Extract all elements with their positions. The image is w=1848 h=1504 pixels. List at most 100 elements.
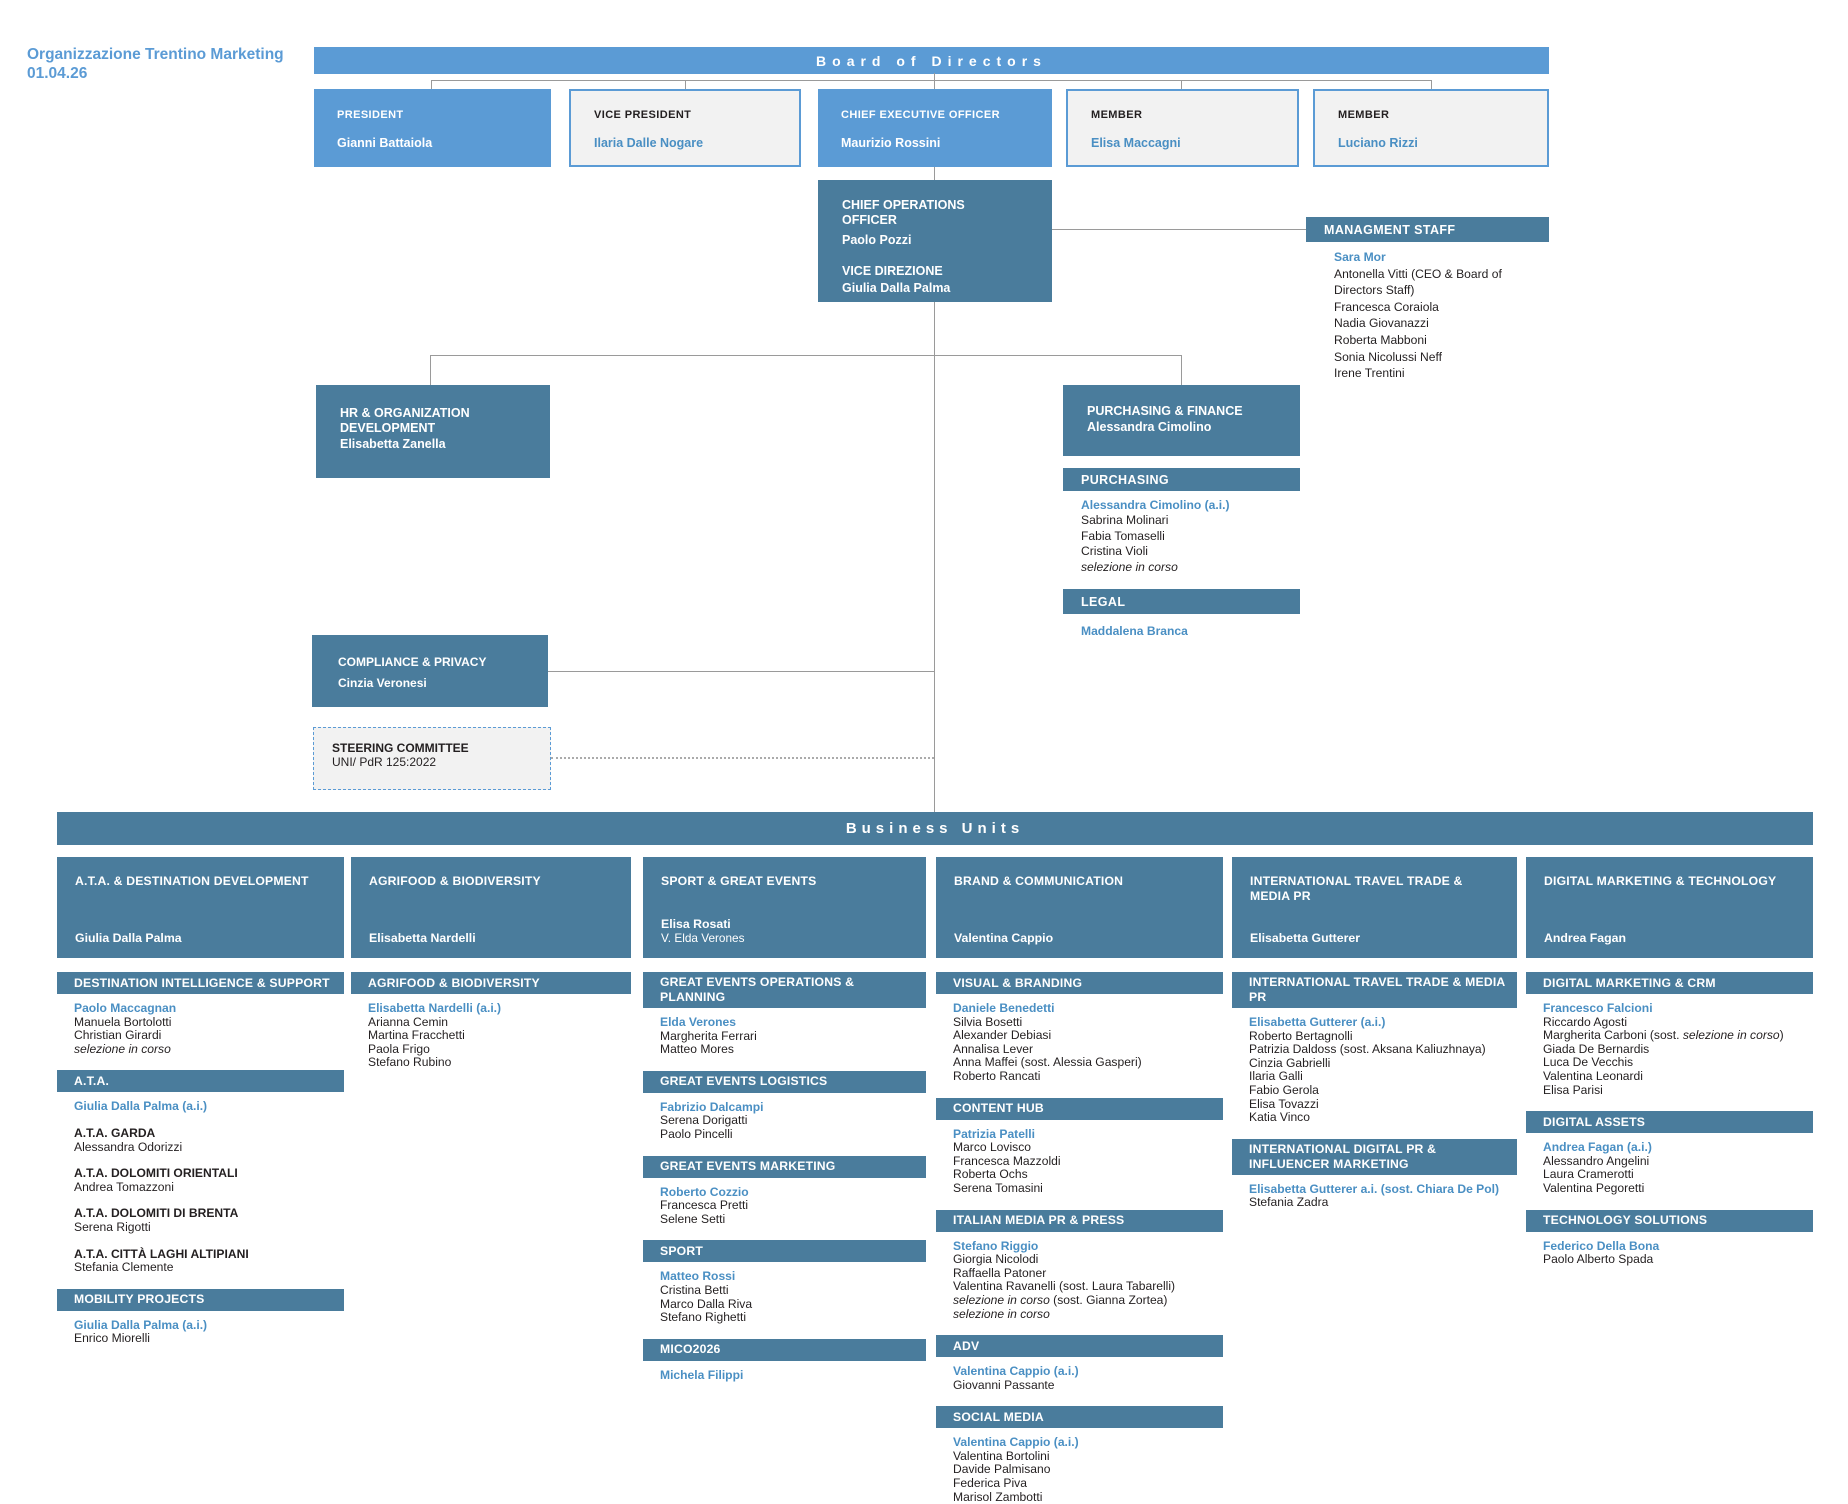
person-name: Giorgia Nicolodi [953, 1252, 1039, 1267]
section-people-list: Elisabetta Gutterer a.i. (sost. Chiara D… [1232, 1182, 1517, 1210]
person-name: Silvia Bosetti [953, 1014, 1023, 1029]
person-name: Cinzia Gabrielli [1249, 1055, 1331, 1070]
business-unit-title: A.T.A. & DESTINATION DEVELOPMENT [75, 874, 309, 888]
person-name: Anna Maffei (sost. Alessia Gasperi) [953, 1055, 1142, 1070]
person-name: Fabrizio Dalcampi [660, 1099, 764, 1114]
person-name: Francesca Coraiola [1334, 299, 1439, 314]
compliance-title: COMPLIANCE & PRIVACY [338, 655, 487, 669]
group-heading: A.T.A. DOLOMITI DI BRENTA [74, 1206, 239, 1221]
person-name: Paolo Alberto Spada [1543, 1252, 1654, 1267]
person-name: Patrizia Daldoss (sost. Aksana Kaliuzhna… [1249, 1042, 1486, 1057]
person-name: Christian Girardi [74, 1028, 162, 1043]
section-header-bar: VISUAL & BRANDING [936, 972, 1223, 994]
person-name: Giada De Bernardis [1543, 1041, 1650, 1056]
person-name: Giovanni Passante [953, 1377, 1055, 1392]
person-name: Stefano Rubino [368, 1055, 452, 1070]
board-member-name: Gianni Battaiola [337, 136, 433, 150]
connector-line [431, 80, 432, 89]
person-name: Matteo Rossi [660, 1269, 736, 1284]
person-name: Alessandra Odorizzi [74, 1139, 183, 1154]
legal-header: LEGAL [1063, 589, 1300, 614]
person-name: Margherita Ferrari [660, 1028, 757, 1043]
business-unit-column: A.T.A. & DESTINATION DEVELOPMENT Giulia D… [57, 857, 344, 1346]
person-name: Paolo Maccagnan [74, 1001, 177, 1015]
business-unit-lead-names: Andrea Fagan [1544, 931, 1793, 945]
connector-line [1181, 80, 1182, 89]
person-name: Valentina Ravanelli (sost. Laura Tabarel… [953, 1279, 1176, 1294]
person-name: Elisa Parisi [1543, 1082, 1603, 1097]
person-name: Federico Della Bona [1543, 1238, 1660, 1253]
board-role-label: PRESIDENT [337, 109, 404, 121]
business-unit-column: AGRIFOOD & BIODIVERSITY Elisabetta Nardel… [351, 857, 631, 1070]
person-name: Antonella Vitti (CEO & Board of Director… [1334, 266, 1502, 298]
business-unit-lead-name: Elisa Rosati [661, 917, 731, 931]
person-name: Federica Piva [953, 1476, 1027, 1491]
person-name: Andrea Tomazzoni [74, 1179, 174, 1194]
person-name: Stefano Righetti [660, 1310, 747, 1325]
person-name: Matteo Mores [660, 1042, 734, 1057]
person-name: Enrico Miorelli [74, 1331, 150, 1346]
coo-box: CHIEF OPERATIONS OFFICER Paolo Pozzi VIC… [818, 180, 1052, 302]
person-name: Elisabetta Nardelli (a.i.) [368, 1001, 502, 1015]
section-header-bar: DIGITAL ASSETS [1526, 1111, 1813, 1134]
person-name: Luca De Vecchis [1543, 1055, 1634, 1070]
section-header-bar: MICO2026 [643, 1338, 926, 1361]
person-name: Fabia Tomaselli [1081, 528, 1165, 543]
section-header-bar: TECHNOLOGY SOLUTIONS [1526, 1209, 1813, 1232]
connector-line [1431, 80, 1432, 89]
business-unit-title: AGRIFOOD & BIODIVERSITY [369, 874, 541, 888]
legal-label: LEGAL [1081, 594, 1126, 609]
legal-lead: Maddalena Branca [1081, 624, 1188, 639]
group-heading: A.T.A. DOLOMITI ORIENTALI [74, 1166, 238, 1181]
person-name: Valentina Bortolini [953, 1448, 1050, 1463]
section-header-bar: INTERNATIONAL TRAVEL TRADE & MEDIA PR [1232, 972, 1517, 1008]
connector-line [1052, 229, 1306, 230]
person-name: Cristina Betti [660, 1282, 729, 1297]
person-name: Marco Lovisco [953, 1140, 1031, 1155]
section-header-bar: A.T.A. [57, 1070, 344, 1093]
person-name: Annalisa Lever [953, 1041, 1034, 1056]
person-name: Paola Frigo [368, 1041, 430, 1056]
person-name: Serena Tomasini [953, 1180, 1043, 1195]
person-name: Giulia Dalla Palma (a.i.) [74, 1317, 208, 1332]
board-member-name: Ilaria Dalle Nogare [594, 136, 704, 150]
coo-name: Paolo Pozzi [842, 233, 912, 247]
connector-line [430, 355, 1182, 356]
person-name: Valentina Cappio (a.i.) [953, 1435, 1079, 1450]
page-title-line1: Organizzazione Trentino Marketing [27, 46, 284, 63]
business-units-label: Business Units [845, 820, 1025, 837]
connector-line [1181, 355, 1182, 385]
person-name: Michela Filippi [660, 1367, 744, 1382]
board-of-directors-label: Board of Directors [816, 52, 1047, 69]
board-role-label: VICE PRESIDENT [594, 109, 692, 121]
section-header-bar: ITALIAN MEDIA PR & PRESS [936, 1209, 1223, 1232]
business-unit-lead-names: Giulia Dalla Palma [75, 931, 324, 945]
person-name: Stefano Riggio [953, 1238, 1039, 1253]
hr-title: HR & ORGANIZATION DEVELOPMENT [340, 406, 470, 435]
section-header-bar: DESTINATION INTELLIGENCE & SUPPORT [57, 972, 344, 994]
person-name: Laura Cramerotti [1543, 1167, 1634, 1182]
person-name: Sonia Nicolussi Neff [1334, 349, 1442, 364]
person-name: selezione in corso [1081, 559, 1178, 574]
business-unit-title: SPORT & GREAT EVENTS [661, 874, 817, 888]
business-unit-lead-names: Valentina Cappio [954, 931, 1203, 945]
business-unit-lead-name: Andrea Fagan [1544, 931, 1626, 945]
person-name: Selene Setti [660, 1211, 726, 1226]
business-unit-lead-name: Giulia Dalla Palma [75, 931, 182, 945]
board-member-name: Elisa Maccagni [1091, 136, 1181, 150]
person-name: Irene Trentini [1334, 366, 1405, 381]
person-name: Riccardo Agosti [1543, 1014, 1628, 1029]
person-name: selezione in corso (sost. Gianna Zortea) [953, 1292, 1168, 1307]
